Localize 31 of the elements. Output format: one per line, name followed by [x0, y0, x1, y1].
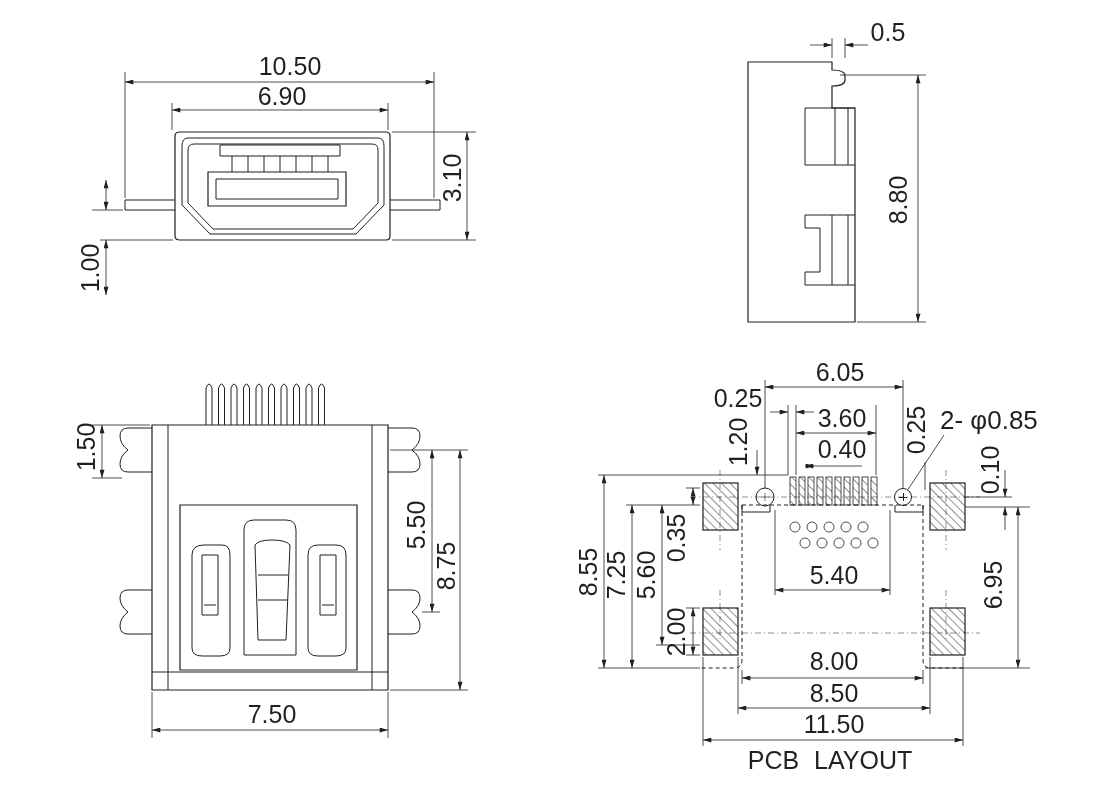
dimension-label: 5.60 [633, 550, 659, 600]
dimension-label: 0.25 [713, 385, 763, 411]
dimension-label: 1.00 [77, 243, 103, 293]
dimension-label: 0.25 [903, 405, 929, 455]
dimension-label: 0.35 [663, 513, 689, 563]
leader-line [907, 434, 945, 490]
dimension-label: 6.05 [815, 359, 865, 385]
dimension-label: 8.00 [809, 648, 859, 674]
caption: PCB LAYOUT [747, 747, 913, 773]
dimension-label: 8.50 [809, 680, 859, 706]
dimension-label: 7.50 [247, 701, 297, 727]
dimension-label: 10.50 [258, 53, 322, 79]
dimension-label: 0.5 [870, 19, 906, 45]
dimension-label: 0.40 [817, 436, 867, 462]
dimension-label: 3.60 [817, 405, 867, 431]
dimension-label: 2.00 [663, 607, 689, 657]
dimension-label: 3.10 [439, 153, 465, 203]
dimension-label: 5.50 [403, 500, 429, 550]
leader-text: 2- φ0.85 [940, 405, 1038, 435]
dimension-label: 1.50 [73, 422, 99, 472]
dimension-label: 8.55 [575, 547, 601, 597]
mounting-hole [894, 488, 912, 506]
dimension-label: 7.25 [603, 550, 629, 600]
dimension-label: 1.20 [725, 417, 751, 467]
dimension-label: 6.95 [980, 560, 1006, 610]
dimension-label: 0.10 [977, 445, 1003, 495]
dimension-label: 8.75 [433, 541, 459, 591]
dimension-label: 8.80 [885, 175, 911, 225]
dimension-label: 11.50 [803, 711, 865, 737]
dimension-label: 5.40 [809, 562, 859, 588]
dimension-label: 6.90 [257, 83, 307, 109]
